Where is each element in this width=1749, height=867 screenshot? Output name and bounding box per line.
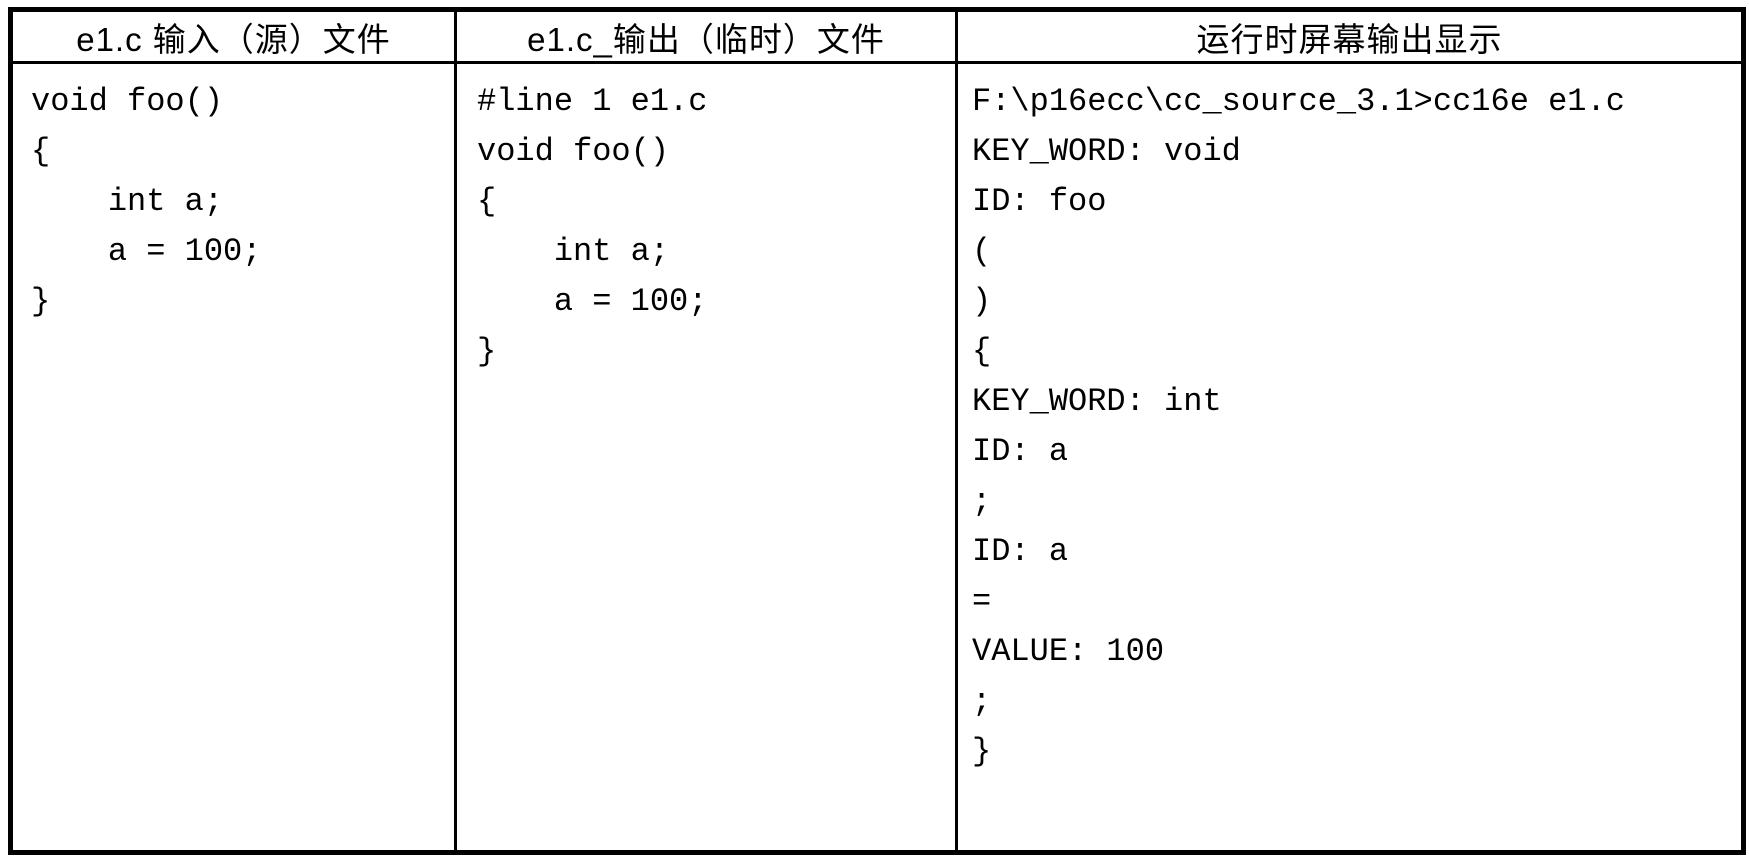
table-body-row: void foo() { int a; a = 100; } #line 1 e…	[13, 64, 1741, 850]
column-header-runtime-screen-output: 运行时屏幕输出显示	[1196, 20, 1503, 58]
table-header-row: e1.c 输入（源）文件 e1.c_输出（临时）文件 运行时屏幕输出显示	[13, 12, 1741, 64]
runtime-screen-output-text: F:\p16ecc\cc_source_3.1>cc16e e1.c KEY_W…	[972, 83, 1625, 770]
comparison-table: e1.c 输入（源）文件 e1.c_输出（临时）文件 运行时屏幕输出显示 voi…	[8, 7, 1746, 855]
column-header-source-file: e1.c 输入（源）文件	[13, 12, 457, 61]
column-header-temp-output-file: e1.c_输出（临时）文件	[457, 12, 958, 61]
temp-output-file-code: #line 1 e1.c void foo() { int a; a = 100…	[457, 64, 958, 850]
source-file-code: void foo() { int a; a = 100; }	[13, 64, 457, 850]
